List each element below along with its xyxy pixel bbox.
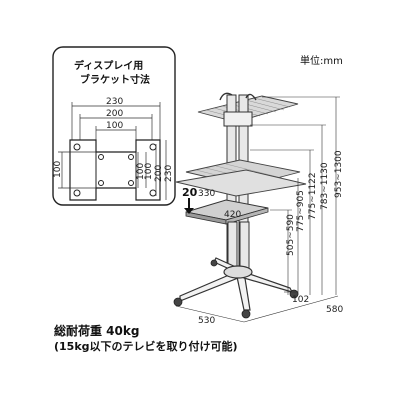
stand-dimensions	[175, 96, 340, 323]
shelf-width-420: 420	[224, 210, 241, 220]
stand-drawing	[173, 92, 307, 319]
shelf-label-20: 20	[182, 186, 198, 199]
height-dim-953-1300: 953~1300	[334, 150, 344, 198]
height-dim-505-590: 505~590	[286, 214, 296, 256]
shelf-arrow	[184, 198, 194, 214]
bracket-dim-right-200: 200	[154, 165, 164, 182]
total-load-label: 総耐荷重 40kg	[54, 324, 140, 338]
height-dim-783-1130: 783~1130	[320, 162, 330, 210]
bracket-dim-right-100a: 100	[136, 163, 146, 180]
caster-height-102: 102	[292, 295, 309, 305]
height-dim-775-1122: 775~1122	[308, 172, 318, 220]
bracket-dim-right-230: 230	[164, 165, 174, 182]
unit-label: 単位:mm	[300, 56, 343, 67]
tv-weight-note: (15kg以下のテレビを取り付け可能)	[54, 340, 238, 353]
bracket-title-line2: ブラケット寸法	[80, 73, 150, 86]
shelf-depth-330: 330	[198, 189, 215, 199]
base-width-530: 530	[198, 316, 215, 326]
bracket-inset: ディスプレイ用 ブラケット寸法 230 200 100	[52, 46, 176, 206]
bracket-dim-200: 200	[106, 109, 123, 119]
bracket-title-line1: ディスプレイ用	[74, 59, 143, 72]
bracket-dim-right-100b: 100	[144, 163, 154, 180]
bracket-dim-left-100: 100	[53, 161, 63, 178]
base-depth-580: 580	[326, 305, 343, 315]
bracket-dim-230: 230	[106, 97, 123, 107]
bracket-dim-100-top: 100	[106, 121, 123, 131]
height-dim-775-905: 775~905	[296, 190, 306, 232]
